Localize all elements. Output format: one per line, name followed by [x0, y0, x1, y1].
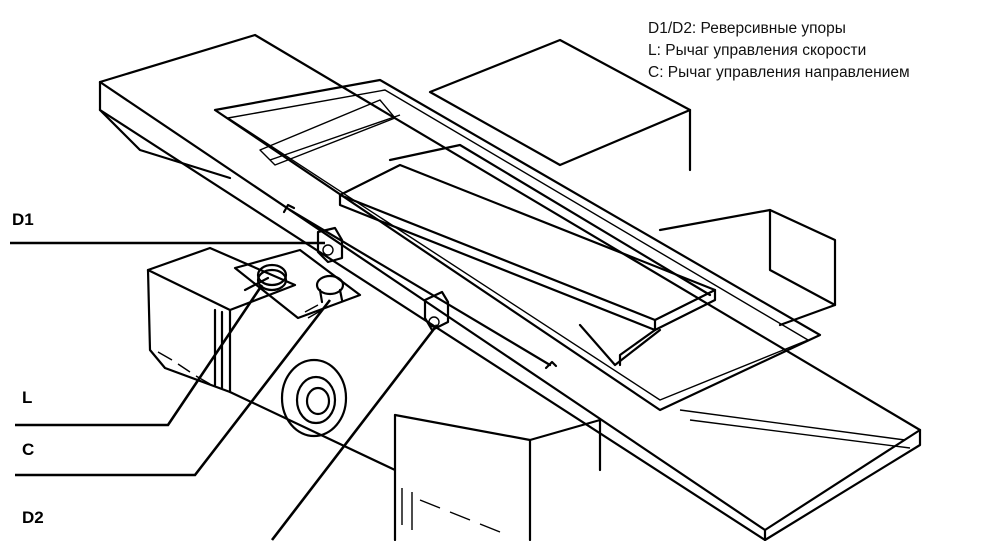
legend: D1/D2: Реверсивные упоры L: Рычаг управл…: [648, 18, 910, 84]
callout-d1: D1: [12, 210, 34, 229]
control-plate: [233, 248, 362, 320]
handwheel: [280, 358, 348, 438]
front-base-block: [146, 246, 602, 542]
worktable: [98, 33, 922, 542]
leader-d2: [270, 324, 439, 541]
stop-rail: [282, 203, 558, 370]
legend-line-d1-d2: D1/D2: Реверсивные упоры: [648, 20, 846, 37]
rear-cross-block: [428, 38, 837, 327]
callout-c: C: [22, 440, 35, 459]
stop-d1: [316, 226, 344, 264]
legend-line-l: L: Рычаг управления скорости: [648, 42, 867, 59]
leader-c: [15, 299, 332, 477]
table-tray: [213, 78, 822, 412]
chuck-workpiece: [338, 143, 717, 367]
callout-d2: D2: [22, 508, 44, 527]
callout-l: L: [22, 388, 33, 407]
leader-l: [15, 284, 264, 427]
leader-lines: [10, 241, 439, 541]
legend-line-c: C: Рычаг управления направлением: [648, 64, 910, 81]
